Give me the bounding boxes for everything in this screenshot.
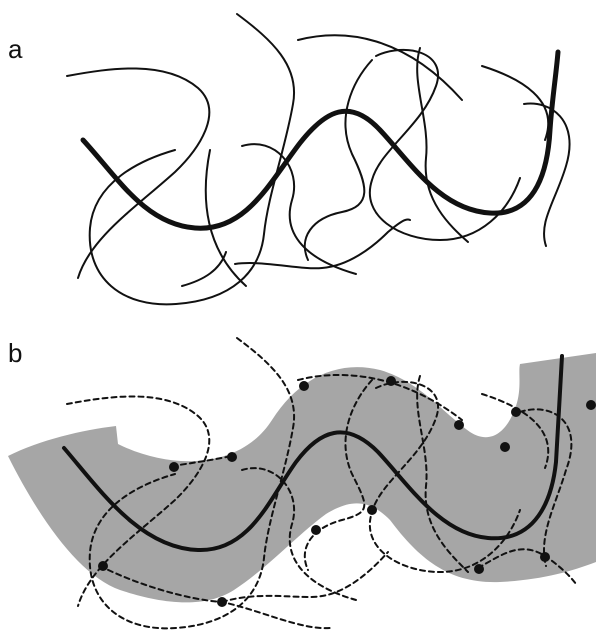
panel-a [67,14,570,304]
contact-point [474,564,484,574]
chain-a-11 [182,252,226,286]
panel-b [8,338,596,628]
contact-point [367,505,377,515]
chain-a-9 [305,60,372,260]
chain-a-2 [90,14,294,304]
contact-point [311,525,321,535]
contact-point [500,442,510,452]
chain-a-5 [417,48,468,242]
contact-point [217,597,227,607]
contact-point [386,376,396,386]
panel-a-central-chain [83,52,558,228]
chain-a-7 [524,104,570,246]
contact-point [454,420,464,430]
contact-point [299,381,309,391]
chain-a-6 [482,66,548,140]
contact-point [586,400,596,410]
contact-point [98,561,108,571]
panel-a-surrounding-chains [67,14,570,304]
contact-point [227,452,237,462]
contact-point [169,462,179,472]
contact-point [540,552,550,562]
chain-a-1 [67,68,209,278]
contact-point [511,407,521,417]
